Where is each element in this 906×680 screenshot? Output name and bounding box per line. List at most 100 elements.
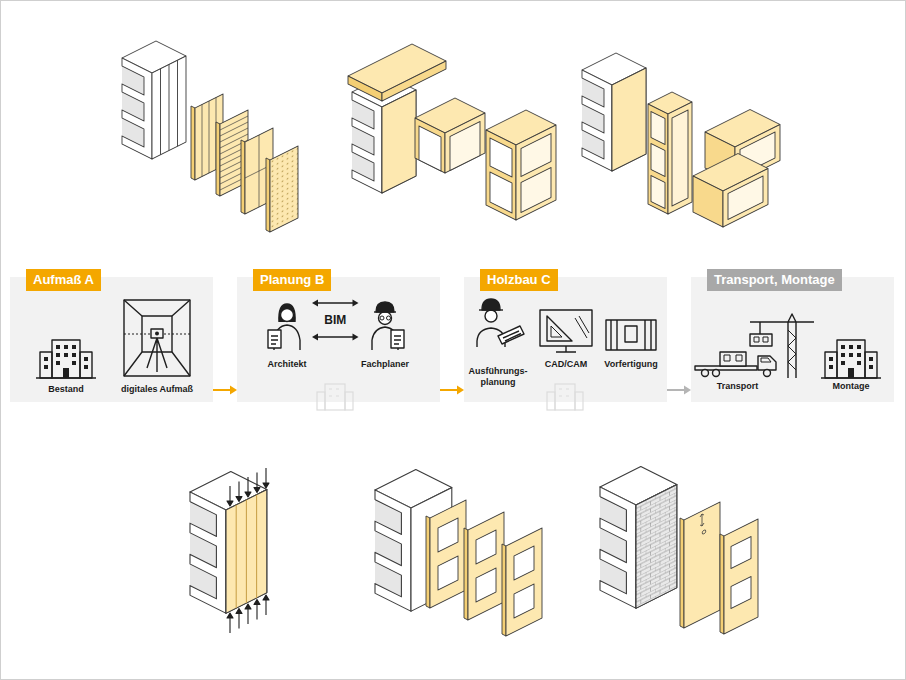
volume-module-illustration [651,112,665,145]
crane-icon [788,330,796,370]
icon-item: Vorfertigung [600,305,662,370]
icon-item: Transport [695,330,780,392]
assembly-building-icon [857,345,861,349]
arrow-head [353,300,359,307]
architect-icon [268,304,300,350]
volume-module-illustration [648,104,668,214]
assembly-building-icon [837,340,865,378]
roof-module-illustration [382,61,446,101]
window-panel-illustration [464,528,468,620]
watermark-building [555,384,575,410]
roof-module-illustration [445,113,485,173]
architect-icon [281,309,294,322]
roof-module-illustration [490,172,512,213]
load-facade-illustration [254,488,260,493]
existing-building-icon [52,340,80,378]
facade-panel-illustration [122,41,186,159]
assembly-building-icon [865,352,877,378]
volume-module-illustration [693,176,723,227]
cladding-illustration [636,485,677,609]
window-panel-illustration [514,546,534,580]
existing-building-icon [40,352,52,378]
load-facade-illustration [263,483,269,488]
roof-module-illustration [486,130,516,220]
panel-ground [464,277,667,402]
icon-label: Montage [833,381,870,392]
existing-building-icon [44,357,48,361]
watermark-building [559,389,569,396]
bim-arrow [312,300,359,307]
laser-scan-icon [124,300,190,376]
window-panel-illustration [430,500,466,608]
cladding-illustration [720,534,724,634]
cladding-illustration [724,519,758,634]
engineer-icon [376,302,394,312]
engineer-icon [391,330,404,348]
arrow-head [312,300,318,307]
volume-module-illustration [723,169,768,228]
cad-cam-icon [551,326,562,337]
icon-label: Transport [717,381,759,392]
facade-panel-illustration [270,146,298,232]
transport-icon [724,355,730,361]
load-facade-illustration [190,468,269,633]
window-panel-illustration [438,556,458,590]
window-panel-illustration [468,512,504,620]
volume-module-illustration [668,102,692,214]
panel-ground [237,277,440,402]
cladding-illustration [700,513,704,527]
roof-module-illustration [516,125,556,220]
panel-heading: Transport, Montage [707,269,842,291]
transport-icon [720,352,746,366]
icon-item: CAD/CAM [535,305,597,370]
flow-arrow [440,386,464,395]
transport-icon [702,370,709,377]
arrow-head [684,386,691,395]
assembly-building-icon [849,353,853,357]
laser-scan-icon [151,329,163,338]
window-panel-illustration [438,518,458,552]
connector-line [317,336,354,337]
engineer-icon [387,316,391,320]
engineer-icon [372,302,404,350]
icon-label: Architekt [267,359,306,370]
assembly-building-icon [841,361,845,365]
crane-icon [788,322,796,378]
assembly-building-icon [869,357,873,361]
existing-building-icon [64,353,68,357]
existing-building-icon [84,357,88,361]
icon-label: digitales Aufmaß [121,384,193,395]
transport-icon [695,352,776,377]
load-facade-illustration [226,490,267,614]
cad-cam-icon [547,316,572,341]
volume-module-illustration [693,176,723,227]
panel-ground [691,277,894,402]
assembly-building-icon [829,365,833,369]
panel-heading: Holzbau C [480,269,558,291]
process-panel: Aufmaß ABestanddigitales Aufmaß [10,277,213,402]
assembly-building-icon [849,345,853,349]
laser-scan-icon [124,300,190,376]
connector-line [317,302,354,303]
window-panel-illustration [468,512,504,620]
load-facade-illustration [226,490,267,614]
assembly-building-icon [857,353,861,357]
prefabrication-icon [611,320,651,350]
existing-building-icon [44,365,48,369]
watermark-building [345,392,353,410]
crane-icon [750,314,814,378]
crane-icon [750,314,814,322]
panel-heading: Planung B [253,269,331,291]
volume-module-illustration [612,68,646,171]
facade-panel-illustration [191,106,195,180]
window-panel-illustration [502,544,506,636]
engineer-icon [380,316,384,320]
roof-module-illustration [348,76,382,101]
worker-icon [482,299,500,310]
load-facade-illustration [245,492,251,497]
load-facade-illustration [236,609,242,614]
roof-module-illustration [445,113,485,173]
roof-module-illustration [348,44,556,220]
